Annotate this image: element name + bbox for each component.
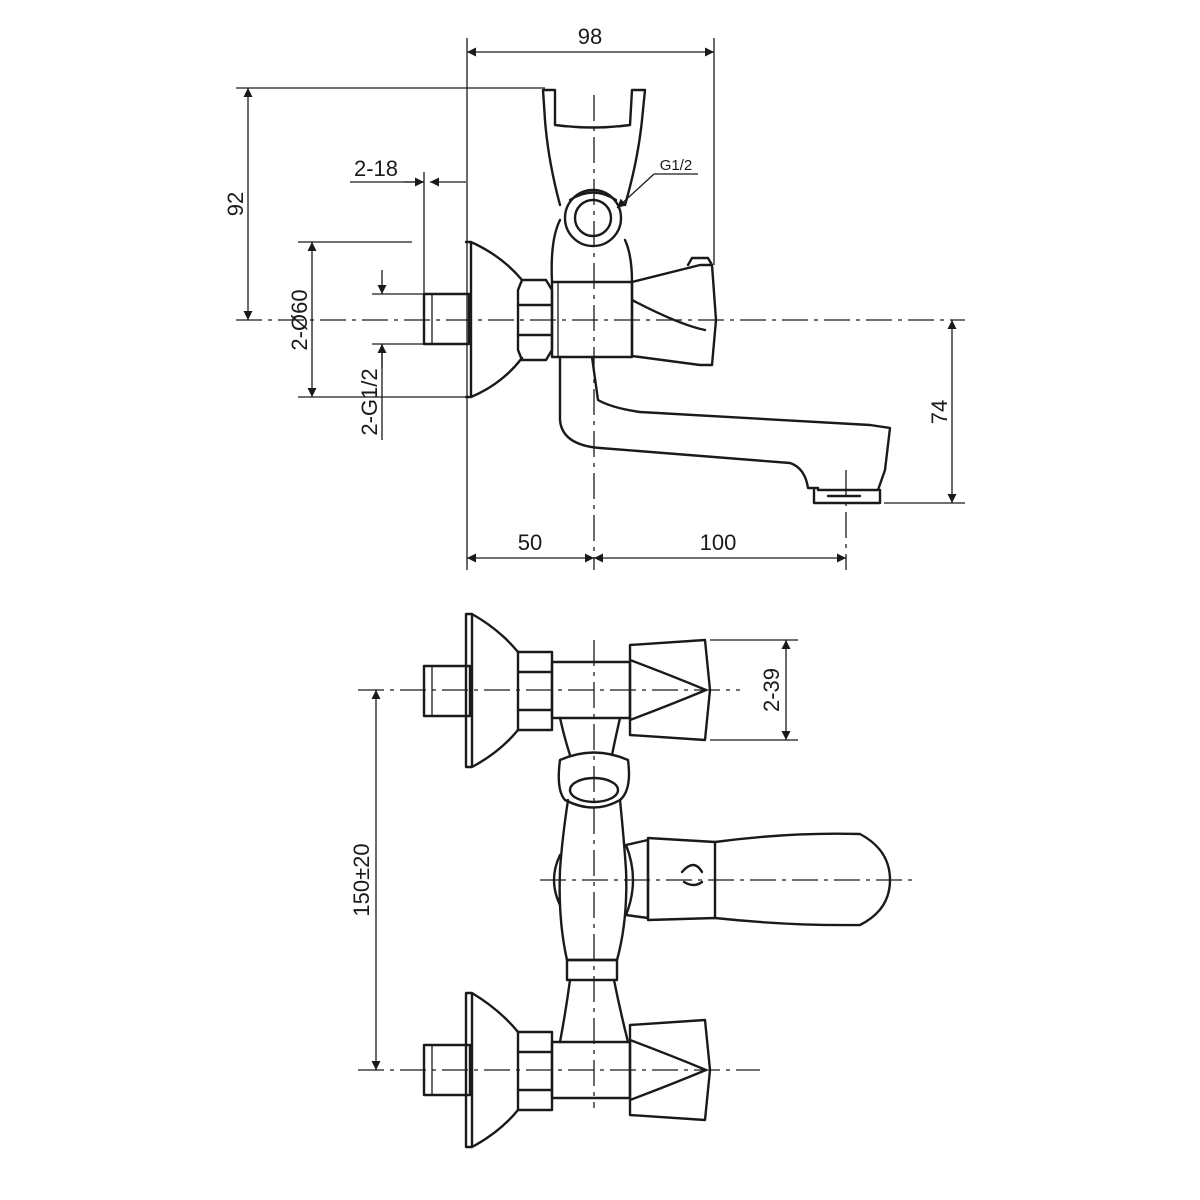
hex-nut [516,278,554,362]
dim-50-100: 50 100 [467,530,846,563]
dim-2-39-label: 2-39 [759,668,784,712]
upper-inlet-pipe [422,664,472,718]
dim-50-label: 50 [518,530,542,555]
lever-emblem [680,863,704,887]
lower-handle [628,1018,712,1122]
lower-inlet-pipe [422,1043,472,1097]
diverter-ring [565,958,619,982]
dim-2-18-label: 2-18 [354,156,398,181]
upper-inlet [422,612,712,769]
dim-2-39: 2-39 [710,639,798,741]
dim-inlet: 2-G1/2 [357,270,424,440]
spout [558,355,892,492]
upper-hex-nut [516,650,554,732]
holder-ring-hole [568,776,620,804]
diverter-lever [624,832,892,927]
holder-ring-collar [568,191,618,202]
dim-150: 150±20 [349,690,381,1070]
dim-150-label: 150±20 [349,843,374,916]
diverter-body [552,716,635,1044]
dim-92: 92 [223,87,545,320]
dim-98: 98 [467,24,715,265]
front-view: 2-39 [349,612,915,1149]
dim-74: 74 [884,320,965,504]
dim-inlet-label: 2-G1/2 [357,368,382,435]
lower-inlet [422,991,712,1149]
leader-g12-label: G1/2 [660,157,693,174]
dim-flange: 2-Ø60 [287,241,466,398]
diverter-neck-top [558,716,622,757]
top-handle [630,256,718,367]
side-view: 98 92 2-18 G1/2 2-Ø60 [223,24,965,570]
lower-neck [558,978,630,1044]
dim-flange-label: 2-Ø60 [287,289,312,350]
lever-handle [646,832,892,927]
dim-2-18: 2-18 [350,156,466,294]
upper-handle [628,638,712,742]
holder-neck [550,218,634,284]
leader-g12: G1/2 [616,157,698,209]
dim-98-label: 98 [578,24,602,49]
inlet-pipe [422,292,471,346]
dim-92-label: 92 [223,192,248,216]
dim-74-label: 74 [927,400,952,424]
wall-flange [464,240,524,399]
dim-100-label: 100 [700,530,737,555]
holder-ring-inner [573,198,613,238]
lower-hex-nut [516,1030,554,1112]
holder-ring-outer [563,188,623,248]
shower-holder [541,88,647,207]
diverter-collar [552,843,635,917]
spout-aerator [812,488,882,505]
